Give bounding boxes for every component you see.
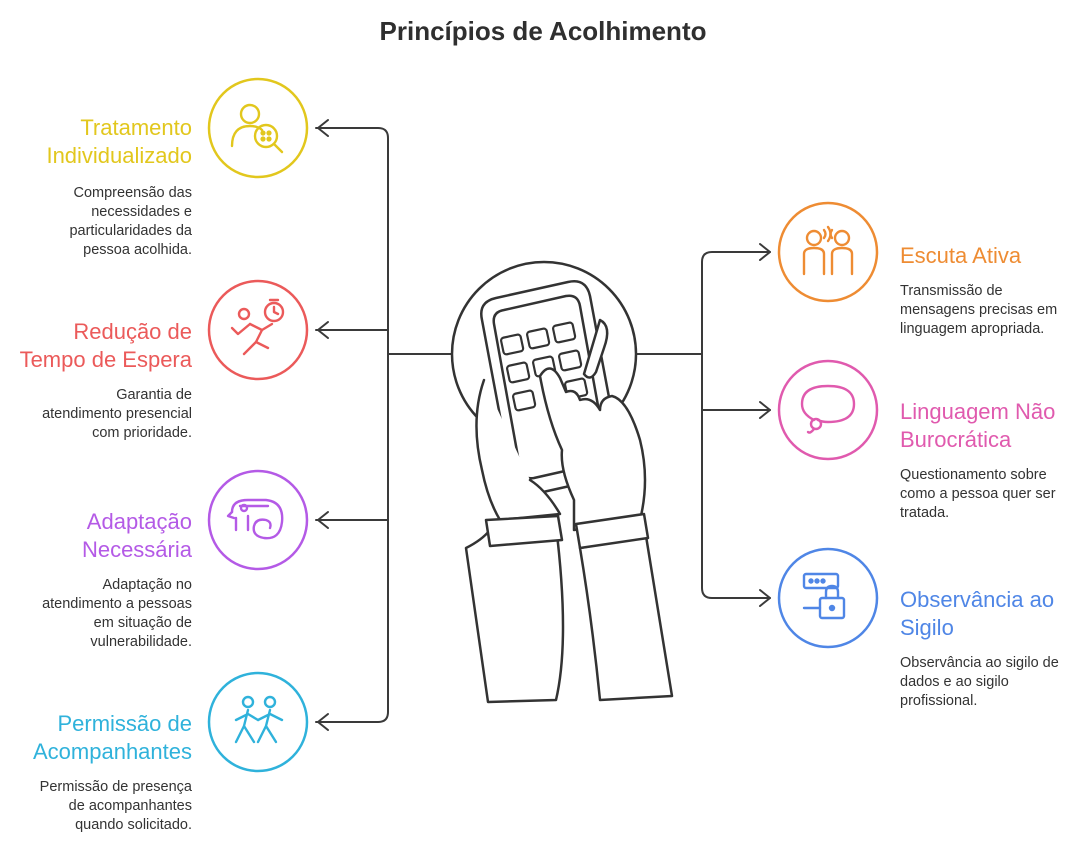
principle-description: Permissão de presença de acompanhantes qua… <box>2 778 192 835</box>
principle-description-line: necessidades e <box>91 204 192 220</box>
principle-title-line: Tratamento <box>80 115 192 140</box>
speech-bubble-icon <box>777 359 879 461</box>
principle-description-line: em situação de <box>93 615 192 631</box>
right-hand <box>538 367 647 532</box>
principle-description: Transmissão de mensagens precisas em lingu… <box>900 282 1084 339</box>
principle-description-line: linguagem apropriada. <box>900 321 1045 337</box>
principle-description: Garantia de atendimento presencial com pri… <box>2 386 192 443</box>
principle-title: Escuta Ativa <box>900 242 1084 270</box>
principle-description-line: como a pessoa quer ser <box>900 486 1056 502</box>
principle-description-line: vulnerabilidade. <box>90 634 192 650</box>
principle-description-line: particularidades da <box>69 223 192 239</box>
principle-description-line: Transmissão de <box>900 283 1003 299</box>
principle-description-line: Adaptação no <box>102 577 193 593</box>
principle-title-line: Redução de <box>73 319 192 344</box>
principle-title-line: Escuta Ativa <box>900 243 1022 268</box>
principle-description-line: Garantia de <box>116 387 192 403</box>
listening-people-icon <box>777 201 879 303</box>
principle-description-line: com prioridade. <box>92 425 192 441</box>
principle-title-line: Adaptação <box>86 509 192 534</box>
principle-description-line: profissional. <box>900 693 978 709</box>
thumb <box>582 318 609 379</box>
principle-title-line: Permissão de <box>57 711 192 736</box>
icon-ring <box>207 671 309 773</box>
principle-description-line: quando solicitado. <box>75 817 192 833</box>
left-sleeve <box>464 524 565 704</box>
principle-description-line: atendimento a pessoas <box>42 596 192 612</box>
principle-description: Compreensão das necessidades e particulari… <box>2 184 192 260</box>
principle-title-line: Tempo de Espera <box>19 347 192 372</box>
principle-title: Permissão de Acompanhantes <box>2 710 192 766</box>
principle-description-line: mensagens precisas em <box>900 302 1058 318</box>
principle-description-line: dados e ao sigilo <box>900 674 1009 690</box>
principle-title-line: Necessária <box>81 537 192 562</box>
principle-title: Observância ao Sigilo <box>900 586 1084 642</box>
right-cuff <box>574 512 650 550</box>
principle-title-line: Observância ao <box>900 587 1055 612</box>
page-title: Princípios de Acolhimento <box>379 16 707 46</box>
principle-description-line: Compreensão das <box>73 185 193 201</box>
principle-description-line: Permissão de presença <box>39 779 192 795</box>
principle-title-line: Linguagem Não <box>900 399 1056 424</box>
connector-lines <box>315 119 771 731</box>
principle-description-line: pessoa acolhida. <box>83 242 192 258</box>
principle-description-line: atendimento presencial <box>42 406 192 422</box>
principle-title-line: Individualizado <box>46 143 192 168</box>
hand-tablet-illustration <box>450 260 674 704</box>
principle-description-line: tratada. <box>900 505 950 521</box>
right-sleeve <box>578 534 674 702</box>
principle-description: Observância ao sigilo de dados e ao sigil… <box>900 654 1084 711</box>
running-clock-icon <box>207 279 309 381</box>
lock-password-icon <box>777 547 879 649</box>
left-cuff <box>484 514 564 548</box>
principle-description-line: Questionamento sobre <box>900 467 1047 483</box>
principle-title: Redução de Tempo de Espera <box>2 318 192 374</box>
principle-title-line: Burocrática <box>900 427 1012 452</box>
principle-title-line: Sigilo <box>900 615 954 640</box>
icon-ring <box>777 359 879 461</box>
principle-description: Adaptação no atendimento a pessoas em situ… <box>2 576 192 652</box>
principle-title-line: Acompanhantes <box>33 739 192 764</box>
walking-people-icon <box>207 671 309 773</box>
chameleon-icon <box>207 469 309 571</box>
principle-description-line: de acompanhantes <box>68 798 192 814</box>
person-search-icon <box>207 77 309 179</box>
icon-ring <box>777 201 879 303</box>
principle-description: Questionamento sobre como a pessoa quer s… <box>900 466 1084 523</box>
principle-description-line: Observância ao sigilo de <box>900 655 1059 671</box>
left-hand <box>475 378 562 522</box>
icon-ring <box>207 279 309 381</box>
